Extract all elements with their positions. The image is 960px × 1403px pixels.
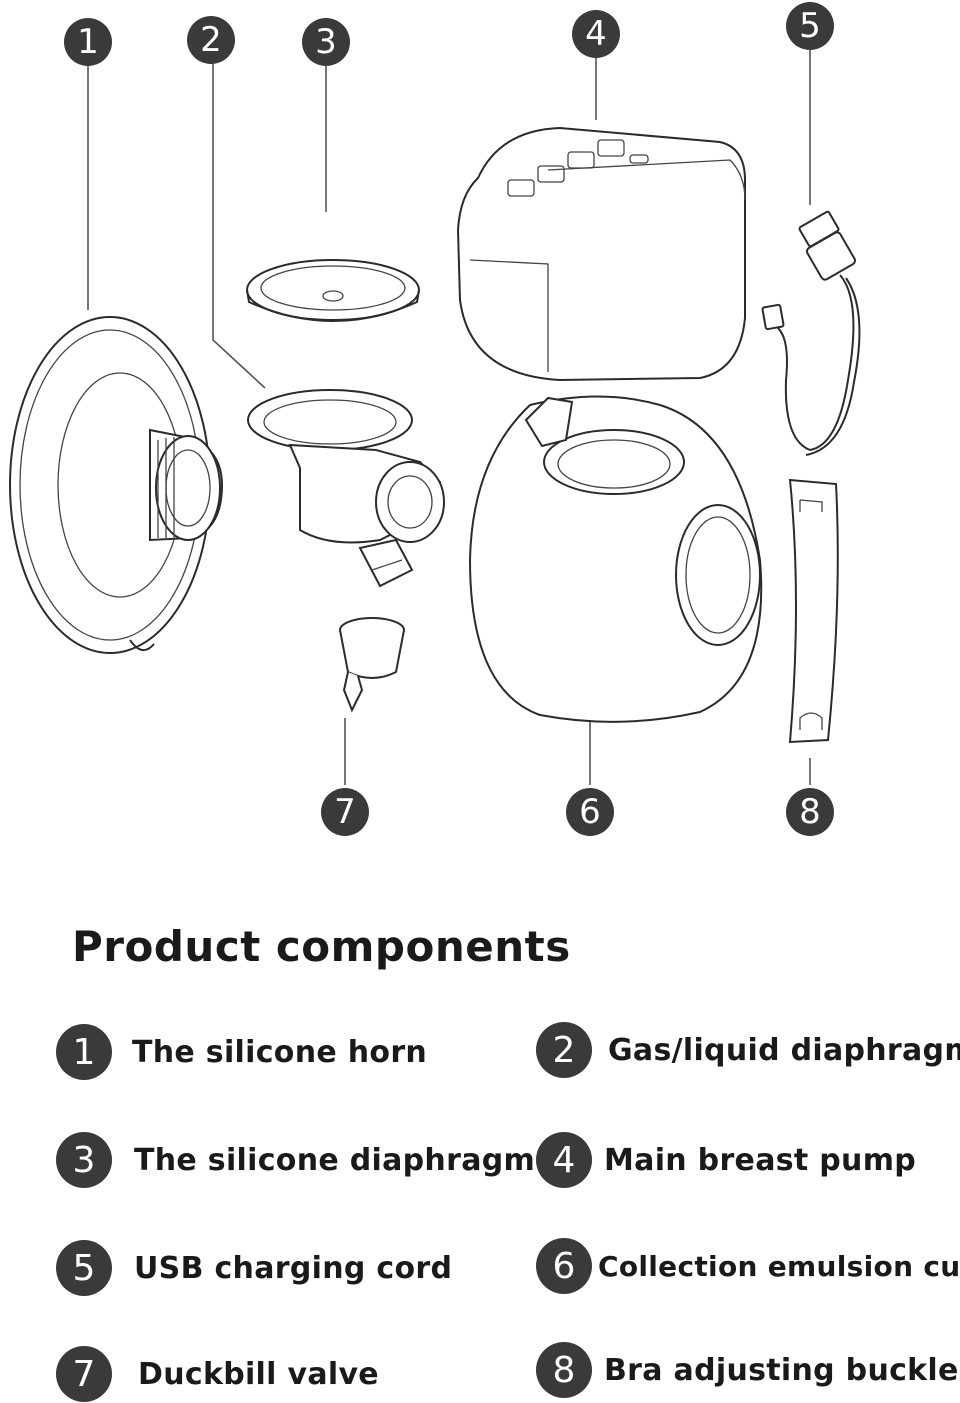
exploded-parts-diagram: 1 2 3 4 5 7 6 8: [9, 2, 861, 836]
legend-item-8: 8 Bra adjusting buckle: [536, 1338, 959, 1402]
svg-text:8: 8: [799, 792, 821, 832]
legend-item-7: 7 Duckbill valve: [56, 1342, 379, 1403]
legend-label: The silicone diaphragm: [134, 1142, 536, 1178]
svg-text:3: 3: [315, 22, 337, 62]
svg-text:6: 6: [579, 792, 601, 832]
svg-text:1: 1: [77, 22, 99, 62]
callout-3: 3: [302, 18, 350, 66]
callout-7: 7: [321, 788, 369, 836]
legend-item-5: 5 USB charging cord: [56, 1236, 452, 1300]
main-pump-part: [456, 126, 746, 382]
bra-buckle-part: [788, 478, 839, 744]
leader-lines: [87, 50, 811, 785]
callout-8: 8: [786, 788, 834, 836]
legend-item-3: 3 The silicone diaphragm: [56, 1128, 535, 1192]
legend-number-badge: 4: [536, 1132, 592, 1188]
silicone-horn-part: [9, 316, 224, 654]
callout-1: 1: [64, 18, 112, 66]
legend-label: Collection emulsion cup: [598, 1249, 960, 1283]
duckbill-valve-part: [339, 617, 405, 713]
silicone-diaphragm-part: [246, 259, 420, 322]
legend-item-2: 2 Gas/liquid diaphragm: [536, 1018, 960, 1082]
callout-4: 4: [572, 10, 620, 58]
callout-2: 2: [187, 16, 235, 64]
legend-number-badge: 1: [56, 1024, 112, 1080]
gas-liquid-diaphragm-part: [247, 389, 445, 588]
svg-text:5: 5: [799, 6, 821, 46]
section-heading: Product components: [72, 922, 571, 971]
legend-number-badge: 3: [56, 1132, 112, 1188]
legend-number-badge: 7: [56, 1346, 112, 1402]
legend-label: Bra adjusting buckle: [604, 1352, 959, 1388]
legend-item-4: 4 Main breast pump: [536, 1128, 916, 1192]
legend-label: Gas/liquid diaphragm: [608, 1032, 960, 1068]
legend-label: Duckbill valve: [138, 1356, 379, 1392]
legend-label: USB charging cord: [134, 1250, 453, 1286]
svg-text:7: 7: [334, 792, 356, 832]
legend-item-1: 1 The silicone horn: [56, 1020, 427, 1084]
legend-label: Main breast pump: [604, 1142, 917, 1178]
svg-text:2: 2: [200, 20, 222, 60]
legend-number-badge: 2: [536, 1022, 592, 1078]
legend-item-6: 6 Collection emulsion cup: [536, 1234, 960, 1298]
callout-markers: 1 2 3 4 5 7 6 8: [64, 2, 834, 836]
legend-number-badge: 6: [536, 1238, 592, 1294]
legend-label: The silicone horn: [132, 1034, 428, 1070]
callout-5: 5: [786, 2, 834, 50]
callout-6: 6: [566, 788, 614, 836]
legend-number-badge: 5: [56, 1240, 112, 1296]
usb-cable-part: [761, 210, 861, 456]
legend-number-badge: 8: [536, 1342, 592, 1398]
collection-cup-part: [468, 395, 763, 723]
svg-text:4: 4: [585, 14, 607, 54]
